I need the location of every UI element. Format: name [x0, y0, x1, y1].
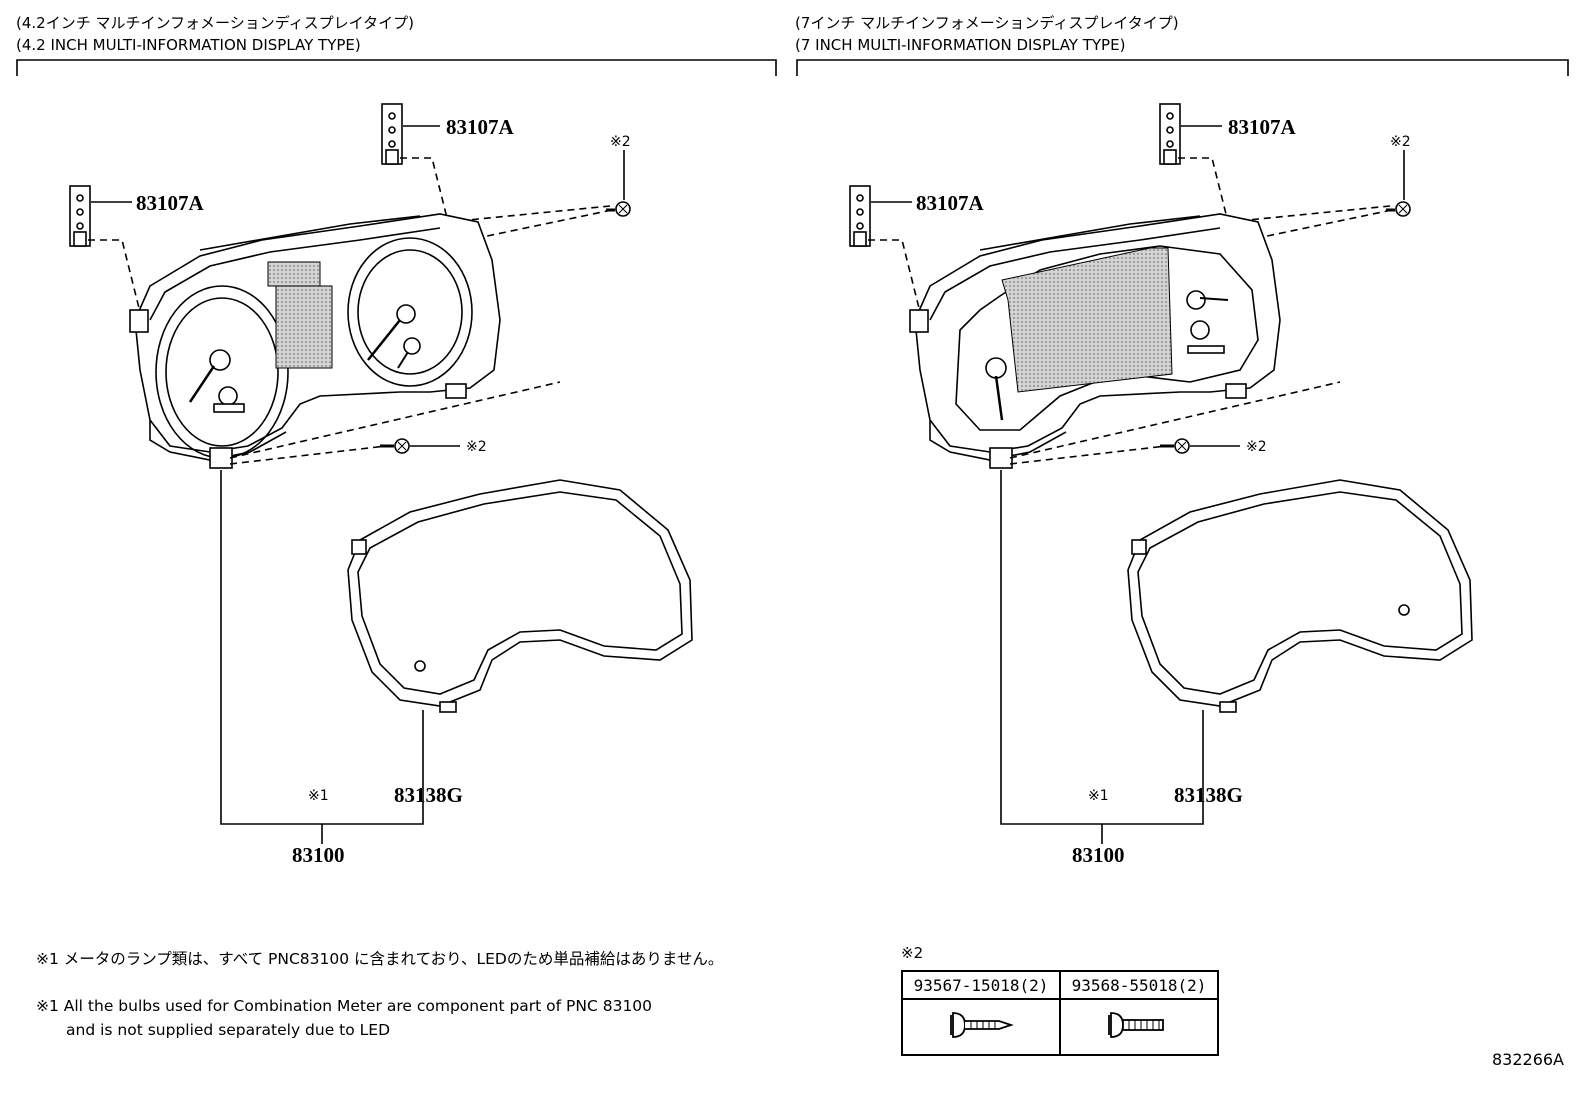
bulb-socket-lower-icon	[69, 185, 91, 247]
fastener-table-mark: ※2	[901, 944, 924, 962]
tapping-screw-cell	[901, 998, 1061, 1056]
right-header-en: (7 INCH MULTI-INFORMATION DISPLAY TYPE)	[795, 36, 1126, 54]
screw-upper-icon	[606, 201, 631, 217]
screw-lower-icon	[380, 438, 410, 454]
tapping-screw-icon	[950, 1012, 1014, 1038]
left-callout-screw-lower: ※2	[466, 439, 487, 455]
machine-screw-icon	[1108, 1012, 1164, 1038]
combination-meter-right	[909, 213, 1281, 469]
right-section-bracket	[796, 59, 1569, 76]
note-en-line2: and is not supplied separately due to LE…	[66, 1021, 391, 1039]
left-callout-lamp-note: ※1	[308, 788, 329, 804]
left-callout-meter-assy: 83100	[292, 843, 345, 867]
screw-lower-icon	[1160, 438, 1190, 454]
left-section-bracket	[16, 59, 777, 76]
left-callout-socket-upper: 83107A	[446, 115, 515, 139]
right-callout-lamp-note: ※1	[1088, 788, 1109, 804]
screw-upper-icon	[1386, 201, 1411, 217]
note-jp: ※1 メータのランプ類は、すべて PNC83100 に含まれており、LEDのため…	[36, 950, 724, 968]
right-header-jp: (7インチ マルチインフォメーションディスプレイタイプ)	[795, 14, 1179, 32]
meter-glass-right	[1127, 479, 1473, 713]
fastener-table: 93567-15018(2) 93568-55018(2)	[901, 970, 1219, 1056]
right-callout-screw-upper: ※2	[1390, 134, 1411, 150]
bulb-socket-upper-icon	[1159, 103, 1181, 165]
left-header-jp: (4.2インチ マルチインフォメーションディスプレイタイプ)	[16, 14, 414, 32]
illustration-id: 832266A	[1491, 1050, 1564, 1069]
right-callout-glass: 83138G	[1174, 783, 1243, 807]
left-callout-socket-lower: 83107A	[136, 191, 205, 215]
meter-glass-left	[347, 479, 693, 713]
bulb-socket-upper-icon	[381, 103, 403, 165]
combination-meter-left	[129, 213, 501, 469]
left-callout-glass: 83138G	[394, 783, 463, 807]
right-panel	[849, 103, 1473, 844]
note-en-line1: ※1 All the bulbs used for Combination Me…	[36, 997, 653, 1015]
right-callout-screw-lower: ※2	[1246, 439, 1267, 455]
bulb-socket-lower-icon	[849, 185, 871, 247]
right-callout-socket-upper: 83107A	[1228, 115, 1297, 139]
right-callout-meter-assy: 83100	[1072, 843, 1125, 867]
machine-screw-cell	[1059, 998, 1219, 1056]
fastener-part-1: 93567-15018(2)	[901, 970, 1061, 1000]
left-header-en: (4.2 INCH MULTI-INFORMATION DISPLAY TYPE…	[16, 36, 361, 54]
left-callout-screw-upper: ※2	[610, 134, 631, 150]
right-callout-socket-lower: 83107A	[916, 191, 985, 215]
fastener-part-2: 93568-55018(2)	[1059, 970, 1219, 1000]
left-panel	[69, 103, 693, 844]
